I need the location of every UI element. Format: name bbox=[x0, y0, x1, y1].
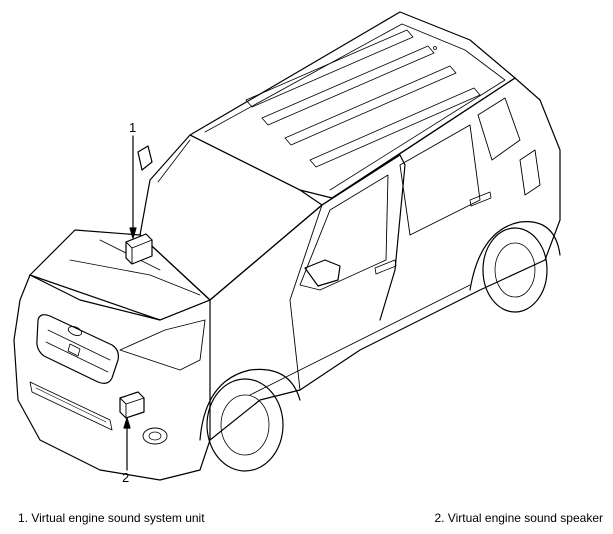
left-mirror bbox=[138, 146, 152, 170]
side-body bbox=[210, 78, 560, 440]
roof bbox=[190, 12, 515, 198]
headlight bbox=[120, 320, 205, 370]
fog-lamp bbox=[143, 428, 167, 444]
legend-item-1: 1. Virtual engine sound system unit bbox=[18, 511, 205, 525]
brand-badge bbox=[67, 325, 83, 338]
front-fascia bbox=[14, 275, 210, 480]
callout-2: 2 bbox=[122, 470, 130, 485]
tail-light bbox=[520, 150, 540, 195]
front-wheel bbox=[200, 369, 300, 471]
front-grille bbox=[37, 315, 119, 384]
callout-1: 1 bbox=[129, 120, 137, 135]
windshield bbox=[140, 135, 322, 300]
right-mirror bbox=[305, 260, 340, 286]
leader-line-1 bbox=[130, 136, 136, 238]
vess-speaker bbox=[120, 392, 144, 418]
vess-unit bbox=[126, 234, 152, 264]
legend-item-2: 2. Virtual engine sound speaker bbox=[434, 511, 603, 525]
rear-wheel bbox=[470, 222, 560, 312]
leader-line-2 bbox=[124, 418, 130, 470]
vehicle-line-drawing bbox=[0, 0, 613, 500]
